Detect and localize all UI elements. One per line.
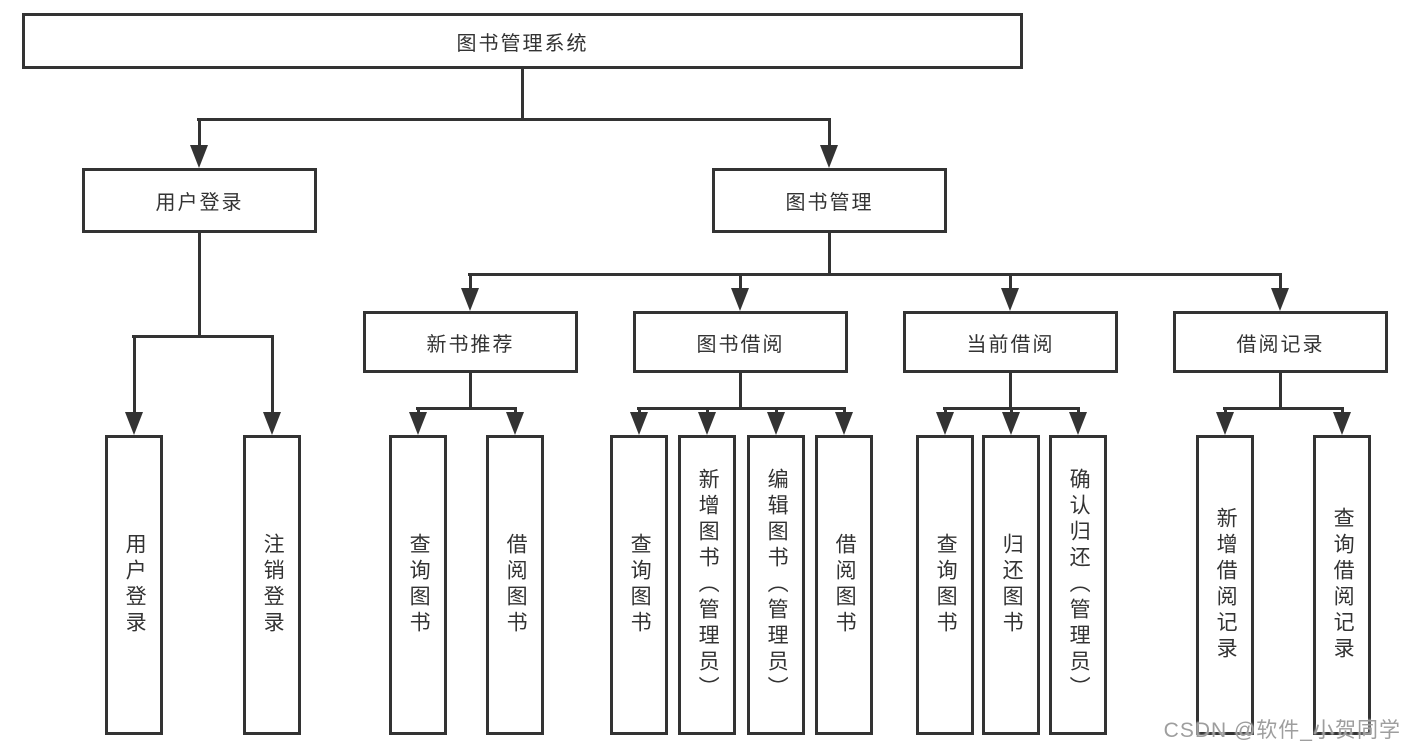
leaf-borrowing-edit-book-admin: 编辑图书（管理员） <box>747 435 805 735</box>
connector-segment <box>132 335 273 338</box>
leaf-current-confirm-return-admin: 确认归还（管理员） <box>1049 435 1107 735</box>
connector-segment <box>416 407 517 410</box>
arrow-down-icon <box>1002 412 1020 435</box>
connector-segment <box>706 407 709 412</box>
leaf-logout-label: 注销登录 <box>261 533 285 637</box>
arrow-down-icon <box>409 412 427 435</box>
leaf-borrowing-borrow-book-label: 借阅图书 <box>833 533 857 637</box>
connector-segment <box>1279 273 1282 288</box>
arrow-down-icon <box>1069 412 1087 435</box>
node-new-book-recommend-label: 新书推荐 <box>426 333 515 356</box>
connector-segment <box>514 407 517 412</box>
node-borrowing-records-label: 借阅记录 <box>1236 333 1325 356</box>
arrow-down-icon <box>820 145 838 168</box>
node-current-borrowing: 当前借阅 <box>903 311 1118 373</box>
node-book-management: 图书管理 <box>712 168 947 233</box>
connector-segment <box>775 407 778 412</box>
arrow-down-icon <box>731 288 749 311</box>
arrow-down-icon <box>630 412 648 435</box>
node-library-management-system: 图书管理系统 <box>22 13 1023 69</box>
connector-segment <box>944 407 947 412</box>
arrow-down-icon <box>263 412 281 435</box>
leaf-user-login: 用户登录 <box>105 435 163 735</box>
arrow-down-icon <box>1271 288 1289 311</box>
leaf-records-add-record-label: 新增借阅记录 <box>1214 507 1238 663</box>
connector-segment <box>469 273 472 288</box>
leaf-records-query-record: 查询借阅记录 <box>1313 435 1371 735</box>
connector-segment <box>1009 273 1012 288</box>
arrow-down-icon <box>125 412 143 435</box>
arrow-down-icon <box>767 412 785 435</box>
node-book-borrowing-label: 图书借阅 <box>696 333 785 356</box>
leaf-current-confirm-return-admin-label: 确认归还（管理员） <box>1067 468 1091 702</box>
connector-segment <box>1279 372 1282 407</box>
connector-segment <box>417 407 420 412</box>
connector-segment <box>1341 407 1344 412</box>
connector-segment <box>638 407 641 412</box>
leaf-borrowing-add-book-admin: 新增图书（管理员） <box>678 435 736 735</box>
connector-segment <box>1223 407 1343 410</box>
leaf-user-login-label: 用户登录 <box>123 533 147 637</box>
node-borrowing-records: 借阅记录 <box>1173 311 1388 373</box>
leaf-records-query-record-label: 查询借阅记录 <box>1331 507 1355 663</box>
connector-segment <box>828 232 831 273</box>
connector-segment <box>198 232 201 335</box>
leaf-current-return-book-label: 归还图书 <box>1000 533 1024 637</box>
leaf-current-return-book: 归还图书 <box>982 435 1040 735</box>
csdn-watermark: CSDN @软件_小贺同学 <box>1163 719 1401 742</box>
leaf-newbook-borrow-book: 借阅图书 <box>486 435 544 735</box>
connector-segment <box>637 407 846 410</box>
connector-segment <box>271 335 274 412</box>
node-book-borrowing: 图书借阅 <box>633 311 848 373</box>
arrow-down-icon <box>1216 412 1234 435</box>
leaf-current-query-book: 查询图书 <box>916 435 974 735</box>
leaf-borrowing-query-book-label: 查询图书 <box>628 533 652 637</box>
leaf-current-query-book-label: 查询图书 <box>934 533 958 637</box>
node-user-login: 用户登录 <box>82 168 317 233</box>
node-user-login-label: 用户登录 <box>155 192 244 214</box>
connector-segment <box>739 273 742 288</box>
leaf-borrowing-query-book: 查询图书 <box>610 435 668 735</box>
leaf-borrowing-borrow-book: 借阅图书 <box>815 435 873 735</box>
node-book-management-label: 图书管理 <box>785 192 874 214</box>
node-current-borrowing-label: 当前借阅 <box>966 333 1055 356</box>
leaf-records-add-record: 新增借阅记录 <box>1196 435 1254 735</box>
node-library-management-system-label: 图书管理系统 <box>456 32 589 55</box>
connector-segment <box>198 118 201 145</box>
leaf-borrowing-add-book-admin-label: 新增图书（管理员） <box>696 468 720 702</box>
arrow-down-icon <box>835 412 853 435</box>
arrow-down-icon <box>1001 288 1019 311</box>
connector-segment <box>828 118 831 145</box>
arrow-down-icon <box>506 412 524 435</box>
leaf-newbook-query-book: 查询图书 <box>389 435 447 735</box>
leaf-logout: 注销登录 <box>243 435 301 735</box>
connector-segment <box>469 372 472 407</box>
arrow-down-icon <box>461 288 479 311</box>
node-new-book-recommend: 新书推荐 <box>363 311 578 373</box>
connector-segment <box>1224 407 1227 412</box>
connector-segment <box>1077 407 1080 412</box>
connector-segment <box>133 335 136 412</box>
connector-segment <box>468 273 1282 276</box>
arrow-down-icon <box>190 145 208 168</box>
arrow-down-icon <box>1333 412 1351 435</box>
arrow-down-icon <box>936 412 954 435</box>
connector-segment <box>197 118 831 121</box>
connector-segment <box>521 69 524 118</box>
connector-segment <box>739 372 742 407</box>
leaf-newbook-query-book-label: 查询图书 <box>407 533 431 637</box>
leaf-borrowing-edit-book-admin-label: 编辑图书（管理员） <box>765 468 789 702</box>
leaf-newbook-borrow-book-label: 借阅图书 <box>504 533 528 637</box>
connector-segment <box>1010 407 1013 412</box>
connector-segment <box>843 407 846 412</box>
arrow-down-icon <box>698 412 716 435</box>
connector-segment <box>1009 372 1012 407</box>
